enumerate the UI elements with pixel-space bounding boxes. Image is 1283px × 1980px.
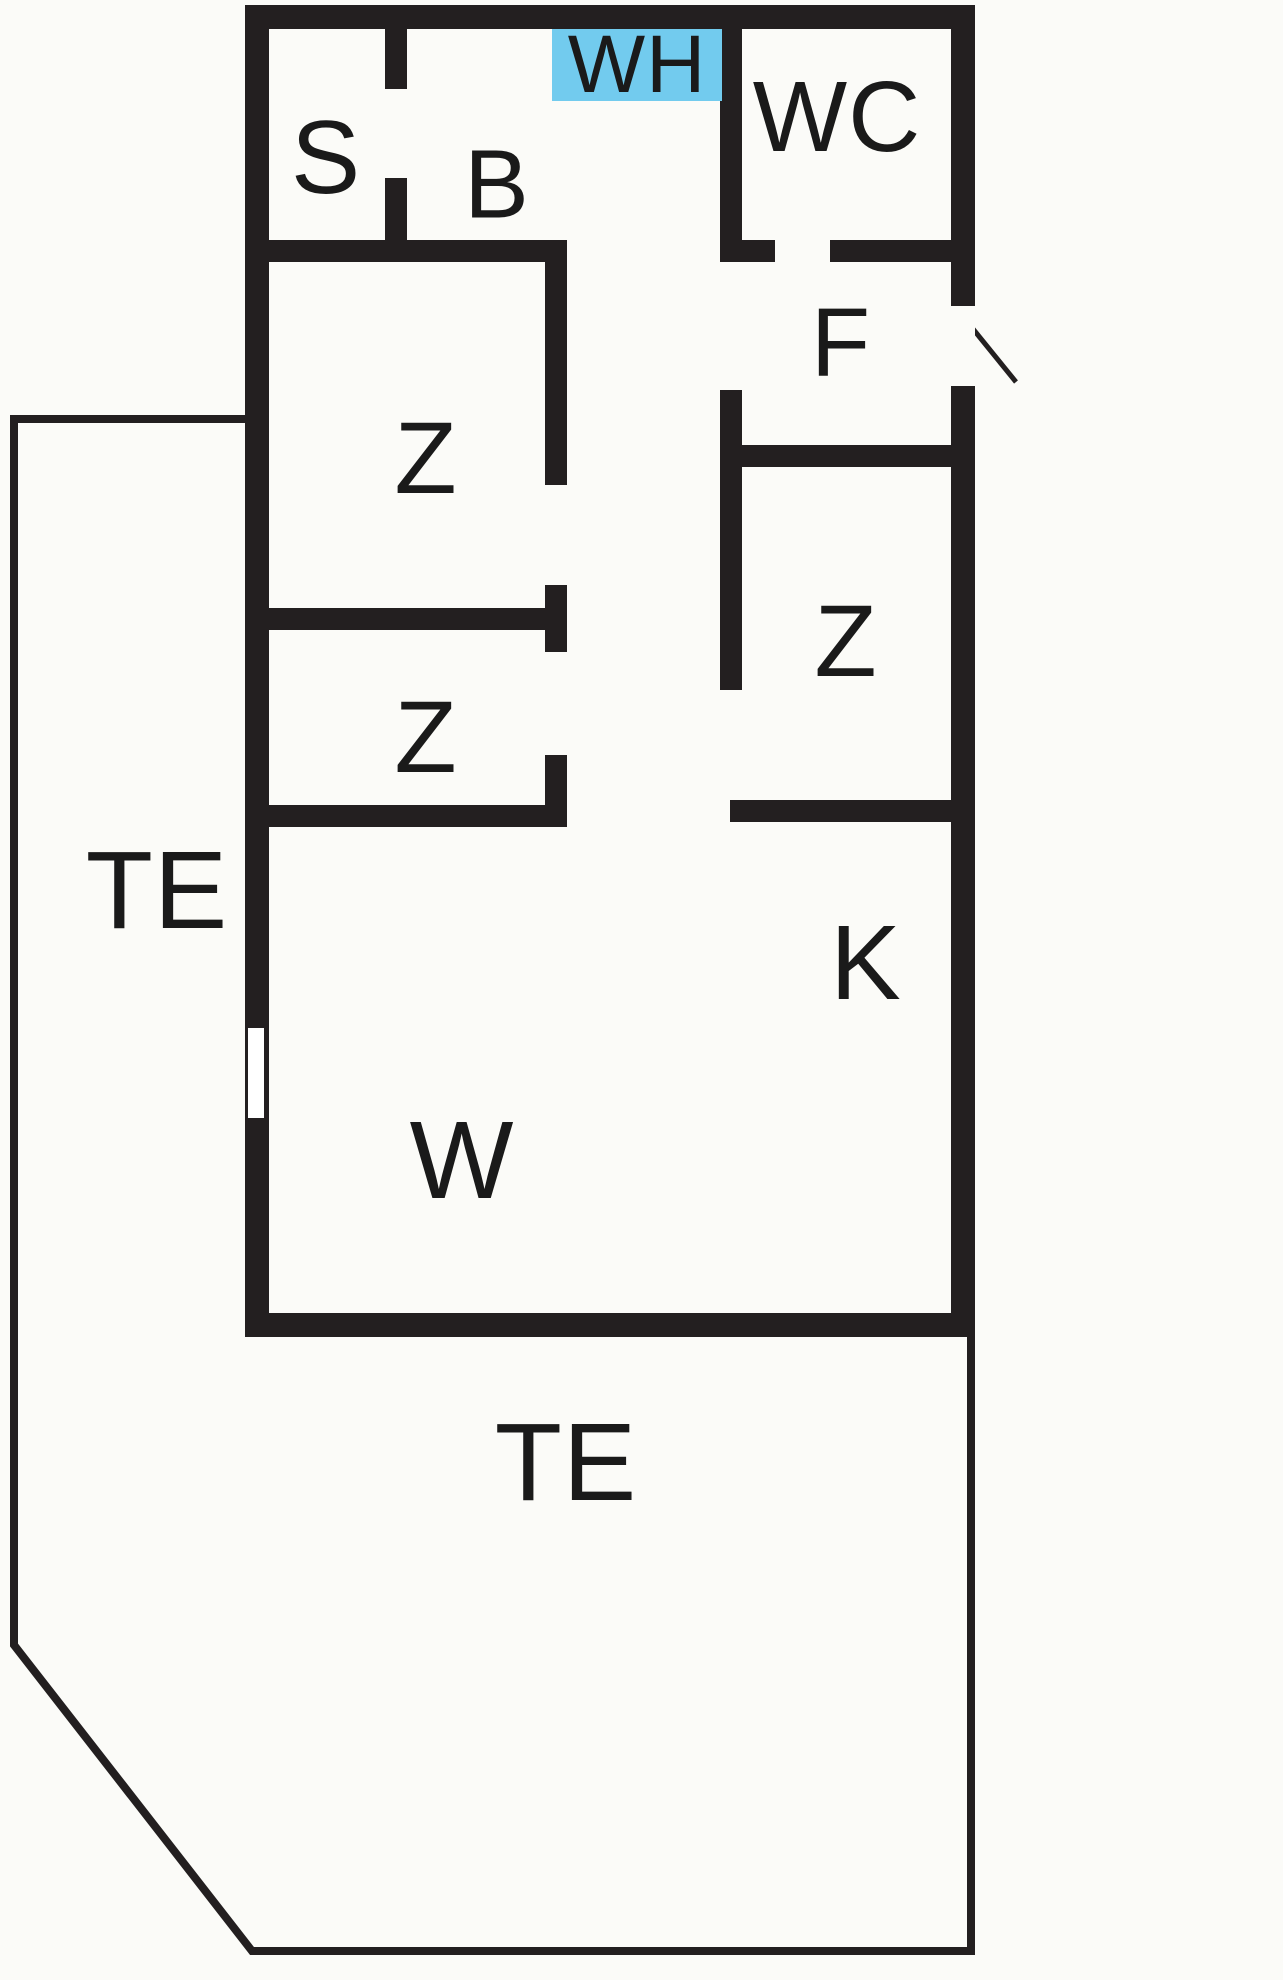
wall-z-divider-cap: [545, 585, 567, 652]
wall-z-upper-top: [269, 240, 567, 262]
room-highlight-wh[interactable]: WH: [552, 24, 722, 106]
wall-wc-bottom-right: [830, 240, 951, 262]
room-label-z-upper-left: Z: [394, 401, 458, 515]
wall-z-right-bottom: [730, 800, 951, 822]
wall-wc-left: [720, 29, 742, 262]
wall-exterior-bottom: [245, 1313, 975, 1337]
wall-z-upper-right: [545, 240, 567, 485]
room-label-k: K: [830, 904, 902, 1022]
room-label-te-bottom: TE: [494, 1401, 638, 1524]
wall-corridor-right: [720, 390, 742, 690]
room-label-z-lower-left: Z: [394, 680, 458, 794]
wall-z-divider: [269, 608, 545, 630]
room-label-s: S: [290, 100, 362, 216]
entry-door-opening: [951, 306, 975, 386]
terrace-outline: [10, 415, 975, 1955]
wall-exterior-left: [245, 5, 269, 1337]
wall-s-divider-upper: [385, 29, 407, 89]
wall-exterior-top: [245, 5, 975, 29]
wall-z-lower-bottom: [269, 805, 567, 827]
wall-f-bottom: [720, 445, 951, 467]
room-label-b: B: [464, 129, 530, 239]
wall-s-divider-lower: [385, 178, 407, 240]
terrace-door: [248, 1028, 264, 1118]
room-label-te-left: TE: [85, 829, 229, 952]
wall-exterior-right: [951, 5, 975, 1337]
wall-wc-bottom-left: [720, 240, 775, 262]
room-label-z-right: Z: [814, 584, 878, 698]
room-label-f: F: [810, 287, 872, 397]
room-label-wc: WC: [752, 61, 922, 173]
room-label-w: W: [409, 1099, 515, 1222]
